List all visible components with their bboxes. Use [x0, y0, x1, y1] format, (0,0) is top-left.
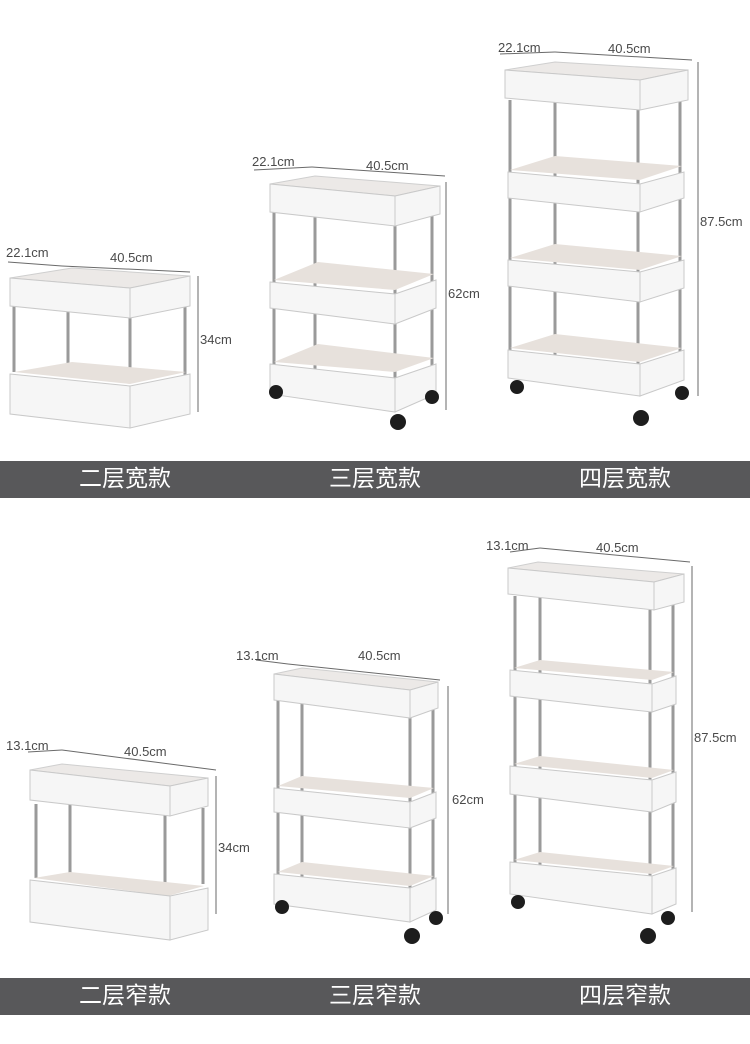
width-label: 40.5cm [110, 250, 153, 265]
cart-4-tier-wide: 22.1cm 40.5cm 87.5cm [498, 40, 743, 426]
height-label: 34cm [218, 840, 250, 855]
cart-4-tier-narrow: 13.1cm 40.5cm 87.5cm [486, 538, 737, 944]
width-label: 40.5cm [124, 744, 167, 759]
wide-models-section: 22.1cm 40.5cm 34cm [0, 0, 750, 498]
cart-3-tier-narrow: 13.1cm 40.5cm 62cm [236, 648, 484, 944]
narrow-models-illustration: 13.1cm 40.5cm 34cm 13.1cm 40. [6, 538, 737, 944]
depth-label: 22.1cm [6, 245, 49, 260]
depth-label: 22.1cm [252, 154, 295, 169]
label-2-tier-narrow: 二层窄款 [79, 983, 171, 1009]
narrow-models-section: 13.1cm 40.5cm 34cm 13.1cm 40. [0, 522, 750, 1044]
height-label: 62cm [452, 792, 484, 807]
width-label: 40.5cm [608, 41, 651, 56]
wide-models-illustration: 22.1cm 40.5cm 34cm [6, 40, 743, 430]
cart-2-tier-wide: 22.1cm 40.5cm 34cm [6, 245, 232, 429]
height-label: 34cm [200, 332, 232, 347]
label-2-tier-wide: 二层宽款 [79, 466, 171, 492]
width-label: 40.5cm [366, 158, 409, 173]
height-label: 62cm [448, 286, 480, 301]
depth-label: 13.1cm [486, 538, 529, 553]
narrow-models-banner: 二层窄款 三层窄款 四层窄款 [0, 978, 750, 1015]
width-label: 40.5cm [596, 540, 639, 555]
cart-3-tier-wide: 22.1cm 40.5cm 62cm [252, 154, 480, 430]
label-3-tier-wide: 三层宽款 [329, 466, 421, 492]
height-label: 87.5cm [694, 730, 737, 745]
label-3-tier-narrow: 三层窄款 [329, 983, 421, 1009]
width-label: 40.5cm [358, 648, 401, 663]
wide-models-banner: 二层宽款 三层宽款 四层宽款 [0, 461, 750, 498]
depth-label: 22.1cm [498, 40, 541, 55]
label-4-tier-wide: 四层宽款 [579, 466, 671, 492]
label-4-tier-narrow: 四层窄款 [579, 983, 671, 1009]
depth-label: 13.1cm [6, 738, 49, 753]
cart-2-tier-narrow: 13.1cm 40.5cm 34cm [6, 738, 250, 941]
height-label: 87.5cm [700, 214, 743, 229]
depth-label: 13.1cm [236, 648, 279, 663]
